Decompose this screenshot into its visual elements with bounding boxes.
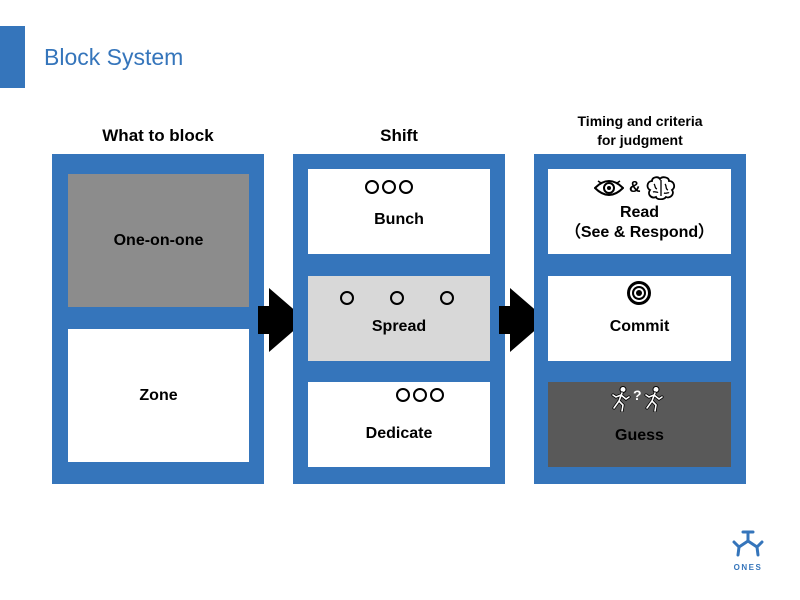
ones-logo: ONES (728, 530, 768, 572)
circle-icon (440, 291, 454, 305)
cell-spread-label: Spread (371, 317, 427, 335)
circle-icon (382, 180, 396, 194)
column-heading-timing-line2: for judgment (597, 132, 683, 148)
cell-commit-label: Commit (609, 317, 670, 335)
target-icon (627, 281, 651, 305)
panel-what-to-block: One-on-one Zone (52, 154, 264, 484)
circle-icon (430, 388, 444, 402)
column-heading-timing-line1: Timing and criteria (577, 113, 703, 129)
bunch-circles (365, 180, 413, 194)
cell-dedicate: Dedicate (308, 382, 490, 467)
arrow-right-2 (499, 288, 547, 352)
cell-bunch-label: Bunch (374, 210, 424, 228)
panel-timing: & Read （See & Respond） Commit (534, 154, 746, 484)
column-heading-shift: Shift (380, 126, 418, 145)
arrow-right-1 (258, 288, 306, 352)
circle-icon (396, 388, 410, 402)
guess-question-mark: ? (633, 387, 642, 403)
brain-icon (646, 176, 675, 200)
cell-zone: Zone (68, 329, 249, 462)
eye-icon (594, 180, 624, 196)
slide-title: Block System (44, 44, 184, 70)
read-icons: & (594, 176, 676, 200)
cell-guess: ? Guess (548, 382, 731, 467)
cell-commit: Commit (548, 276, 731, 361)
ones-logo-mark (732, 530, 764, 557)
read-label: Read （See & Respond） (565, 203, 714, 243)
cell-spread: Spread (308, 276, 490, 361)
cell-one-on-one: One-on-one (68, 174, 249, 307)
accent-bar (0, 26, 25, 88)
circle-icon (413, 388, 427, 402)
circle-icon (399, 180, 413, 194)
column-heading-what-to-block: What to block (102, 126, 214, 145)
running-person-icon (643, 386, 664, 412)
read-label-line1: Read (619, 203, 660, 221)
column-heading-timing: Timing and criteria for judgment (534, 112, 746, 150)
circle-icon (340, 291, 354, 305)
dedicate-circles (396, 388, 444, 402)
read-label-line2: （See & Respond） (564, 223, 715, 241)
spread-circles (340, 291, 454, 305)
cell-dedicate-label: Dedicate (365, 424, 433, 442)
guess-icons: ? (610, 386, 665, 412)
ones-logo-text: ONES (733, 563, 763, 572)
cell-zone-label: Zone (139, 386, 178, 404)
cell-guess-label: Guess (615, 426, 664, 444)
circle-icon (365, 180, 379, 194)
running-person-icon (611, 386, 631, 412)
cell-bunch: Bunch (308, 169, 490, 254)
read-icon-separator: & (629, 179, 641, 196)
panel-shift: Bunch Spread Dedicate (293, 154, 505, 484)
cell-read: & Read （See & Respond） (548, 169, 731, 254)
cell-one-on-one-label: One-on-one (113, 231, 204, 249)
circle-icon (390, 291, 404, 305)
